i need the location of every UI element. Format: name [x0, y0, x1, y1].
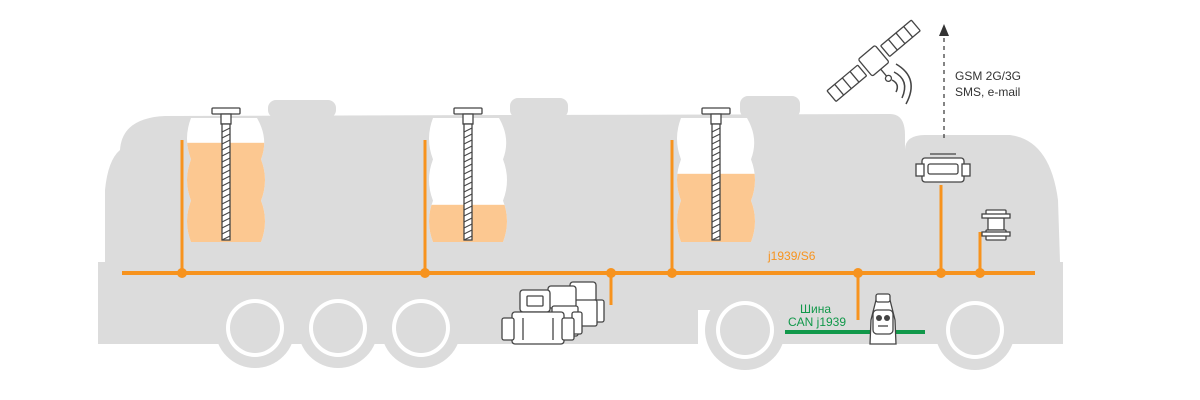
tank-compartments: [187, 107, 755, 242]
comm-label-line2: SMS, e-mail: [955, 85, 1020, 99]
wheel-4: [705, 290, 785, 370]
display-terminal-icon: [981, 209, 1011, 241]
wheels: [215, 288, 1015, 370]
wheel-3: [381, 288, 461, 368]
can-reader-icon: [869, 293, 897, 345]
tank-1: [187, 107, 265, 242]
fuel-level-sensor-icon: [701, 107, 731, 241]
j1939-bus: [122, 140, 1035, 320]
wheel-2: [298, 288, 378, 368]
uplink-arrow: [939, 24, 949, 140]
bus-label: j1939/S6: [767, 249, 816, 263]
wheel-1: [215, 288, 295, 368]
bus-junctions: [177, 268, 985, 278]
comm-label-line1: GSM 2G/3G: [955, 69, 1021, 83]
tank-2: [429, 107, 507, 242]
can-label-line2: CAN j1939: [788, 315, 846, 329]
fuel-level-sensor-icon: [211, 107, 241, 241]
tank-3: [677, 107, 755, 242]
wheel-5: [935, 290, 1015, 370]
fuel-level-sensor-icon: [453, 107, 483, 241]
flow-meter-icon: [501, 281, 605, 345]
satellite-icon: [826, 19, 921, 102]
signal-waves-icon: [891, 63, 912, 105]
can-label-line1: Шина: [800, 302, 831, 316]
gps-tracker-icon: [915, 153, 971, 183]
